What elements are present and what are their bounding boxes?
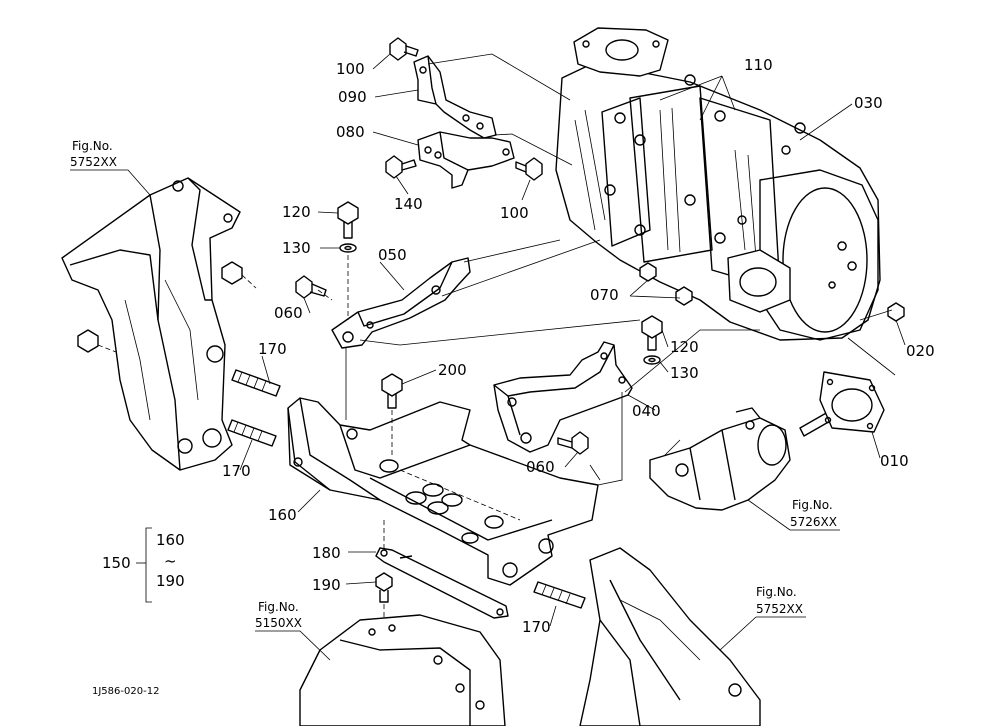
label-100-lower: 100 [500,204,529,222]
bolt-100-upper [389,37,419,61]
engine-block-5752-bottom [579,547,761,726]
stud-bolts-170 [227,369,833,609]
fig-ref-title: Fig.No. [258,600,299,614]
label-130: 130 [282,239,311,257]
strap-180 [375,520,509,619]
bolt-200 [381,373,403,458]
bracket-090 [413,55,497,139]
label-range-end: 190 [156,572,185,590]
fig-ref-title: Fig.No. [756,585,797,599]
lower-housing-5150 [299,614,506,726]
bracket-050 [317,257,471,420]
label-140: 140 [394,195,423,213]
label-080: 080 [336,123,365,141]
label-leaders [239,53,906,627]
label-190: 190 [312,576,341,594]
muffler-assembly-030 [555,27,905,341]
bracket-080 [417,131,515,189]
label-150: 150 [102,554,131,572]
bolt-190 [375,572,393,630]
fig-ref-number: 5726XX [790,515,837,529]
fig-ref-number: 5752XX [70,155,117,169]
exhaust-pipe [649,407,791,511]
bolt-120-upper [337,201,359,320]
gasket-010 [819,371,885,433]
label-range-start: 160 [156,531,185,549]
fig-ref-5752-bottom: Fig.No. 5752XX [719,585,806,651]
label-060: 060 [274,304,303,322]
engine-bracket-left [61,177,257,471]
group-bracket-150 [136,527,152,603]
label-200: 200 [438,361,467,379]
label-110: 110 [744,56,773,74]
fig-ref-title: Fig.No. [792,498,833,512]
label-range-tilde: ~ [164,552,177,570]
assembly-lines [359,53,896,471]
bolt-060-upper [295,275,327,299]
fig-ref-number: 5752XX [756,602,803,616]
label-170-lower: 170 [522,618,551,636]
label-170: 170 [258,340,287,358]
fig-ref-5150: Fig.No. 5150XX [255,600,331,661]
bolt-100-lower [515,157,543,181]
label-040: 040 [632,402,661,420]
label-050: 050 [378,246,407,264]
label-120: 120 [282,203,311,221]
support-frame-160 [287,397,599,586]
fig-ref-5726: Fig.No. 5726XX [747,498,840,531]
diagram-code: 1J586-020-12 [92,686,159,697]
label-180: 180 [312,544,341,562]
label-170-mid: 170 [222,462,251,480]
label-120-lower: 120 [670,338,699,356]
label-160: 160 [268,506,297,524]
bolt-060-lower [557,431,589,455]
label-030: 030 [854,94,883,112]
label-130-lower: 130 [670,364,699,382]
part-labels: 100 090 080 140 100 110 030 120 130 050 … [102,56,935,636]
bolt-140 [385,155,417,179]
fig-ref-title: Fig.No. [72,139,113,153]
fig-ref-5752-top: Fig.No. 5752XX [70,139,151,196]
bracket-040 [493,341,633,486]
label-070: 070 [590,286,619,304]
label-090: 090 [338,88,367,106]
label-060-lower: 060 [526,458,555,476]
fig-ref-number: 5150XX [255,616,302,630]
label-020: 020 [906,342,935,360]
label-100: 100 [336,60,365,78]
label-010: 010 [880,452,909,470]
bolt-120-lower [641,315,663,365]
